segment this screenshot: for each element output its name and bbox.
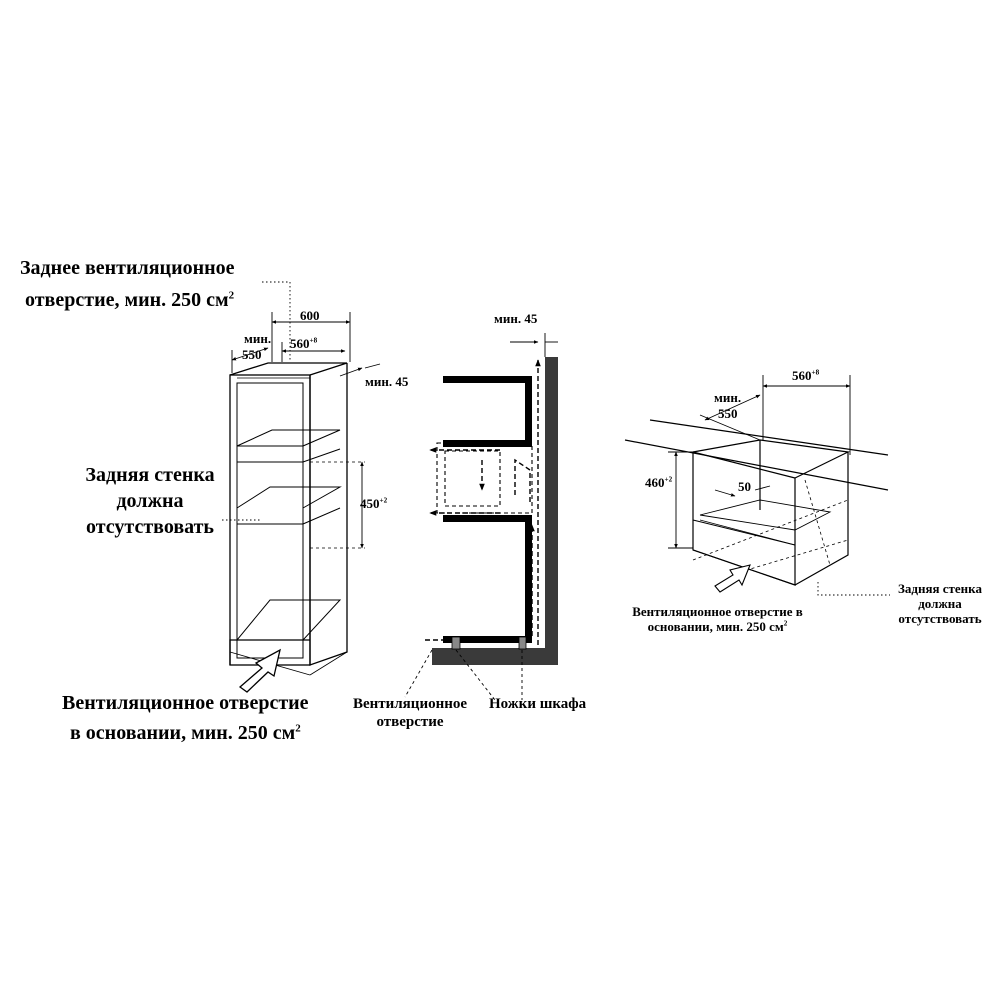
section-vent-label-line1: Вентиляционное — [352, 696, 468, 712]
dim-450: 450+2 — [360, 496, 388, 511]
cabinet-feet-label: Ножки шкафа — [489, 696, 587, 712]
uc-dim-50: 50 — [738, 479, 751, 494]
base-vent-label-line2: в основании, мин. 250 см2 — [70, 722, 301, 744]
uc-dim-550: 550 — [718, 406, 738, 421]
column-cabinet — [229, 362, 365, 676]
base-airflow-arrow — [238, 648, 281, 693]
undercounter-cabinet — [624, 414, 889, 593]
rear-wall-label-line3: отсутствовать — [85, 516, 215, 538]
rear-vent-label-line2: отверстие, мин. 250 см2 — [25, 289, 235, 311]
dim-min-45: мин. 45 — [365, 374, 409, 389]
dim-600: 600 — [300, 308, 320, 323]
section-view — [404, 333, 558, 701]
column-dimension-lines — [222, 281, 381, 549]
uc-base-vent-label-line1: Вентиляционное отверстие в — [632, 604, 803, 619]
section-vent-label-line2: отверстие — [376, 714, 444, 730]
uc-dim-560: 560+8 — [792, 368, 820, 383]
rear-vent-label-line1: Заднее вентиляционное — [20, 257, 235, 279]
base-vent-label-line1: Вентиляционное отверстие — [62, 692, 309, 714]
dim-min-prefix: мин. — [244, 331, 272, 346]
uc-dim-460: 460+2 — [645, 475, 673, 490]
rear-wall-label-line2: должна — [116, 490, 184, 512]
uc-base-vent-label-line2: основании, мин. 250 см2 — [647, 619, 788, 634]
undercounter-dimension-lines — [668, 375, 890, 596]
uc-rear-wall-label-line2: должна — [918, 596, 962, 611]
uc-dim-min-prefix: мин. — [714, 390, 742, 405]
dim-560: 560+8 — [290, 336, 318, 351]
dim-min-550: 550 — [242, 347, 262, 362]
section-dim-min-45: мин. 45 — [494, 311, 538, 326]
uc-rear-wall-label-line3: отсутствовать — [898, 611, 982, 626]
uc-rear-wall-label-line1: Задняя стенка — [898, 581, 982, 596]
rear-wall-label-line1: Задняя стенка — [85, 464, 215, 486]
